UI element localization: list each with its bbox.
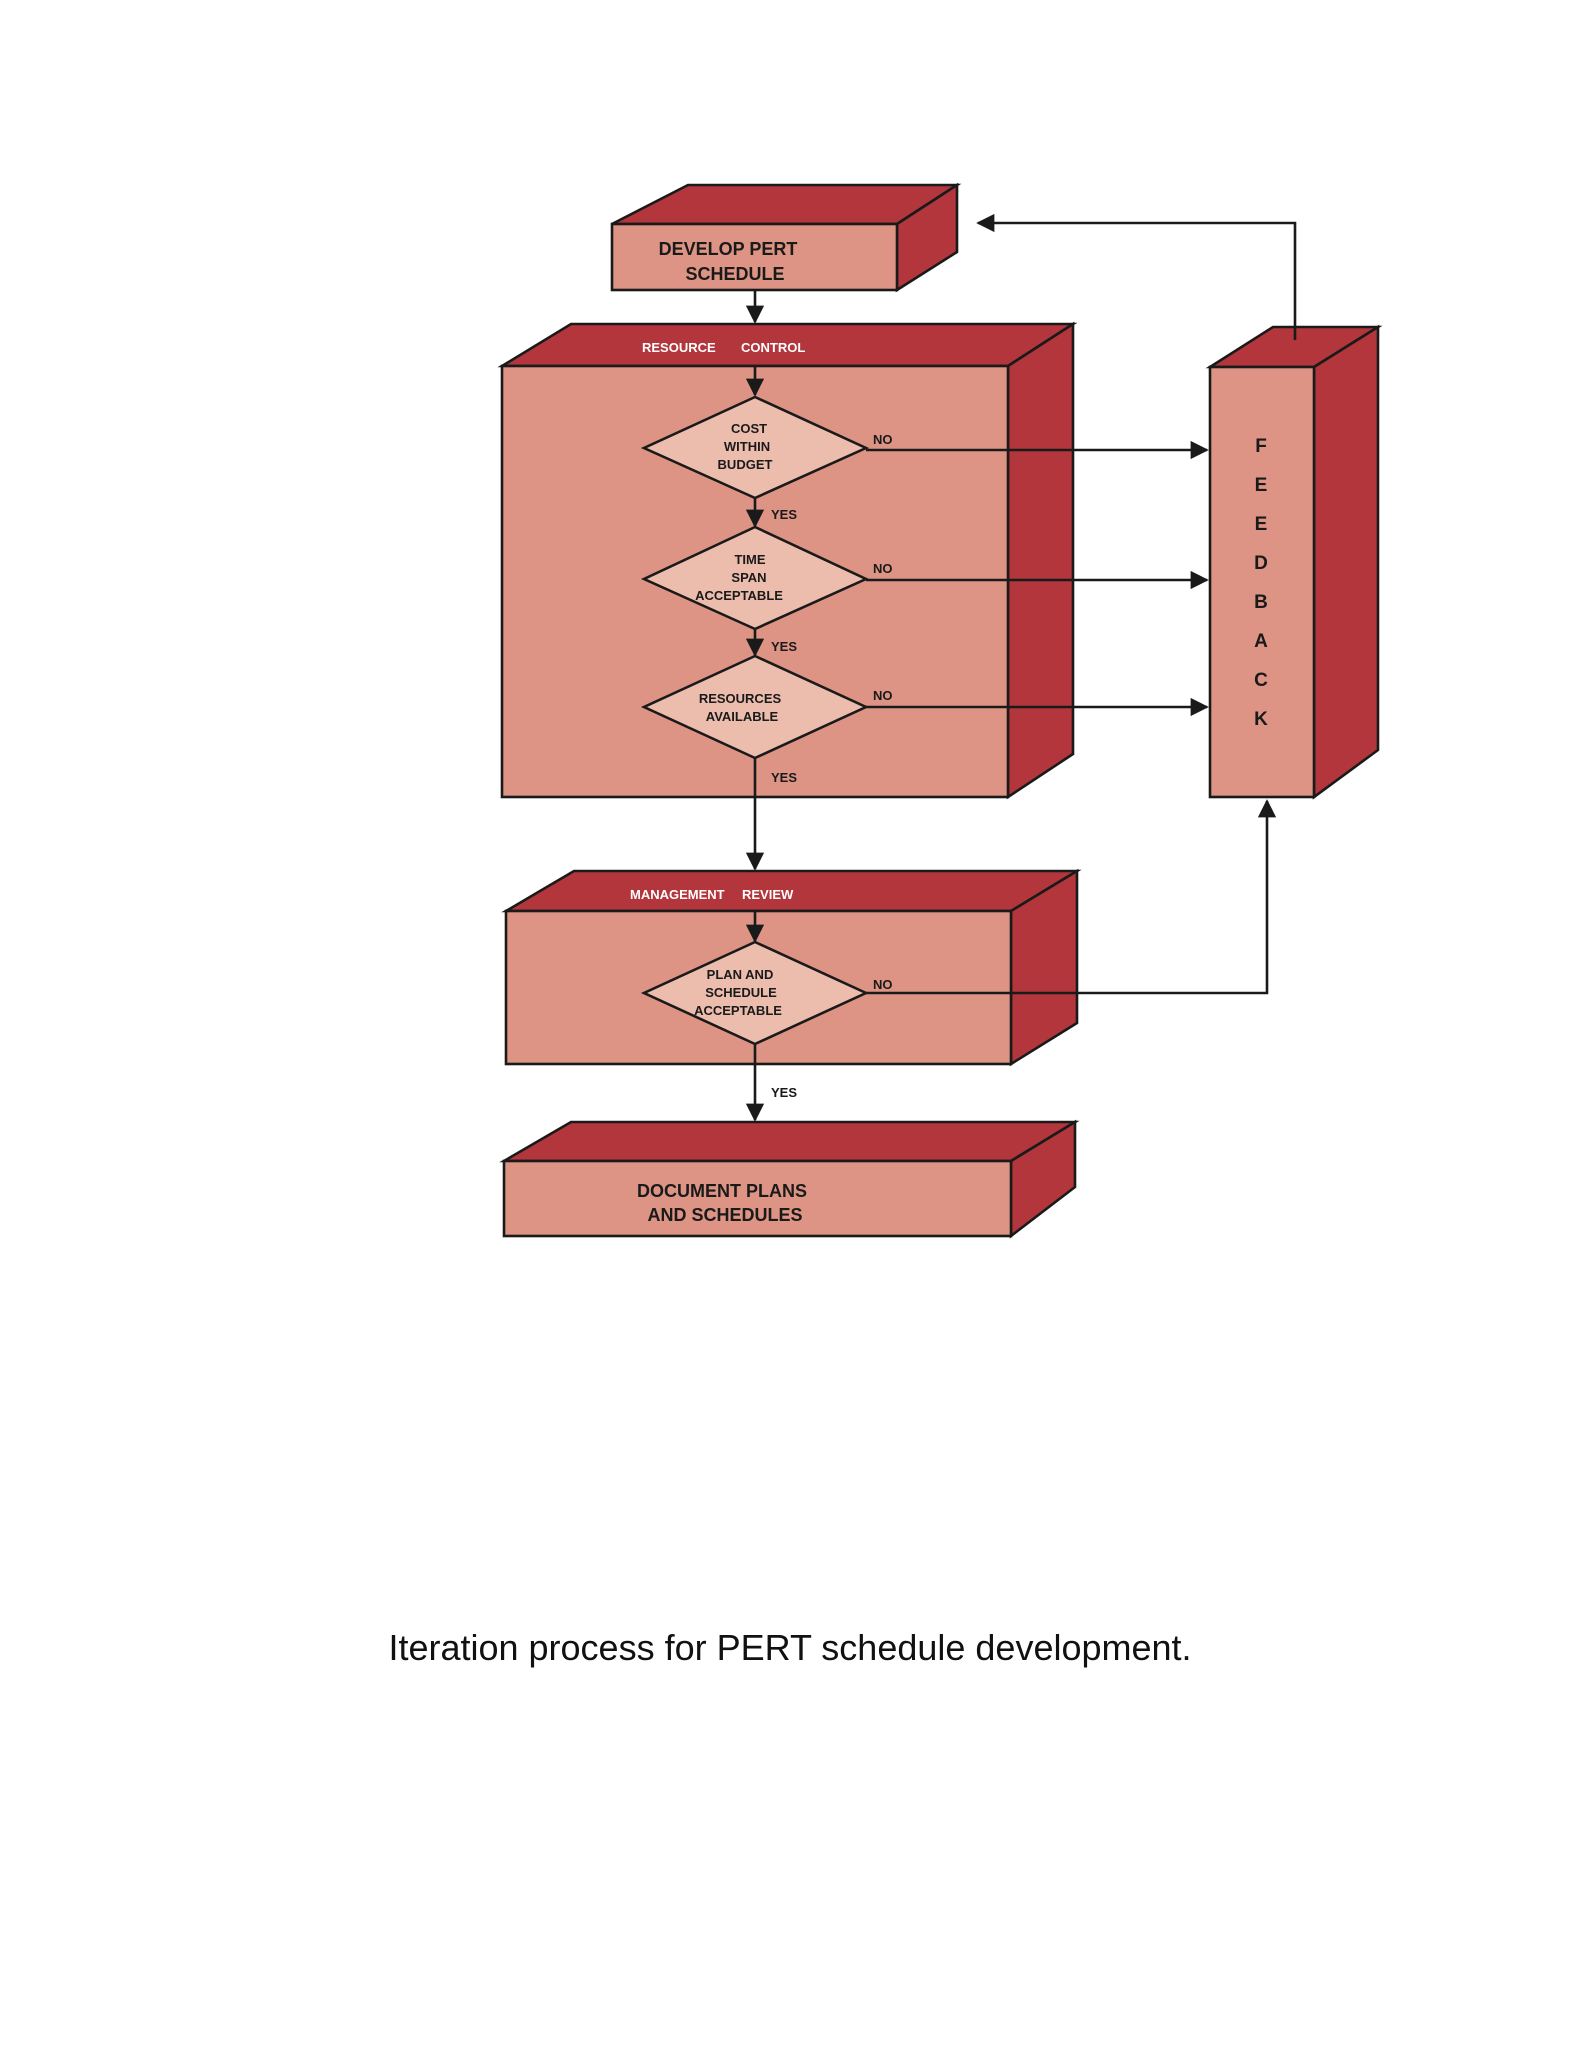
cost-yes-label: YES bbox=[771, 507, 797, 522]
resource-control-label-word2: CONTROL bbox=[741, 340, 805, 355]
plan-label-line3: ACCEPTABLE bbox=[694, 1003, 782, 1018]
develop-label-line1: DEVELOP PERT bbox=[659, 239, 798, 259]
cost-within-budget-diamond: COST WITHIN BUDGET bbox=[640, 395, 870, 500]
develop-label-line2: SCHEDULE bbox=[685, 264, 784, 284]
management-review-label-word2: REVIEW bbox=[742, 887, 794, 902]
resources-yes-label: YES bbox=[771, 770, 797, 785]
resources-label-line2: AVAILABLE bbox=[706, 709, 779, 724]
plan-label-line2: SCHEDULE bbox=[705, 985, 777, 1000]
feedback-column: F E E D B A C K bbox=[1205, 324, 1383, 800]
time-span-acceptable-diamond: TIME SPAN ACCEPTABLE bbox=[640, 525, 870, 631]
connectors bbox=[745, 213, 1297, 1122]
develop-pert-schedule-box: DEVELOP PERT SCHEDULE bbox=[610, 182, 962, 293]
management-review-label-word1: MANAGEMENT bbox=[630, 887, 725, 902]
time-label-line3: ACCEPTABLE bbox=[695, 588, 783, 603]
arrow-feedback-to-develop bbox=[976, 213, 1297, 340]
plan-and-schedule-acceptable-diamond: PLAN AND SCHEDULE ACCEPTABLE bbox=[640, 940, 870, 1046]
document-label-line1: DOCUMENT PLANS bbox=[637, 1181, 807, 1201]
feedback-letter-3: D bbox=[1254, 553, 1268, 574]
resources-label-line1: RESOURCES bbox=[699, 691, 782, 706]
arrow-plan-no-to-feedback bbox=[866, 799, 1277, 995]
resources-no-label: NO bbox=[873, 688, 893, 703]
resources-available-diamond: RESOURCES AVAILABLE bbox=[640, 654, 870, 760]
time-yes-label: YES bbox=[771, 639, 797, 654]
plan-yes-label: YES bbox=[771, 1085, 797, 1100]
time-label-line1: TIME bbox=[734, 552, 765, 567]
cost-no-label: NO bbox=[873, 432, 893, 447]
feedback-letter-2: E bbox=[1255, 514, 1268, 535]
feedback-letter-0: F bbox=[1255, 436, 1267, 457]
document-label-line2: AND SCHEDULES bbox=[647, 1205, 802, 1225]
time-no-label: NO bbox=[873, 561, 893, 576]
cost-label-line2: WITHIN bbox=[724, 439, 770, 454]
feedback-letter-4: B bbox=[1254, 592, 1268, 613]
cost-label-line3: BUDGET bbox=[718, 457, 773, 472]
feedback-letter-1: E bbox=[1255, 475, 1268, 496]
plan-label-line1: PLAN AND bbox=[707, 967, 774, 982]
cost-label-line1: COST bbox=[731, 421, 767, 436]
feedback-letter-5: A bbox=[1254, 631, 1268, 652]
time-label-line2: SPAN bbox=[731, 570, 766, 585]
plan-no-label: NO bbox=[873, 977, 893, 992]
feedback-letter-6: C bbox=[1254, 670, 1268, 691]
document-plans-box: DOCUMENT PLANS AND SCHEDULES bbox=[499, 1119, 1080, 1239]
edge-labels: NO NO NO NO YES YES YES YES bbox=[771, 432, 893, 1100]
figure-caption: Iteration process for PERT schedule deve… bbox=[388, 1627, 1191, 1668]
resource-control-label-word1: RESOURCE bbox=[642, 340, 716, 355]
feedback-letter-7: K bbox=[1254, 709, 1268, 730]
